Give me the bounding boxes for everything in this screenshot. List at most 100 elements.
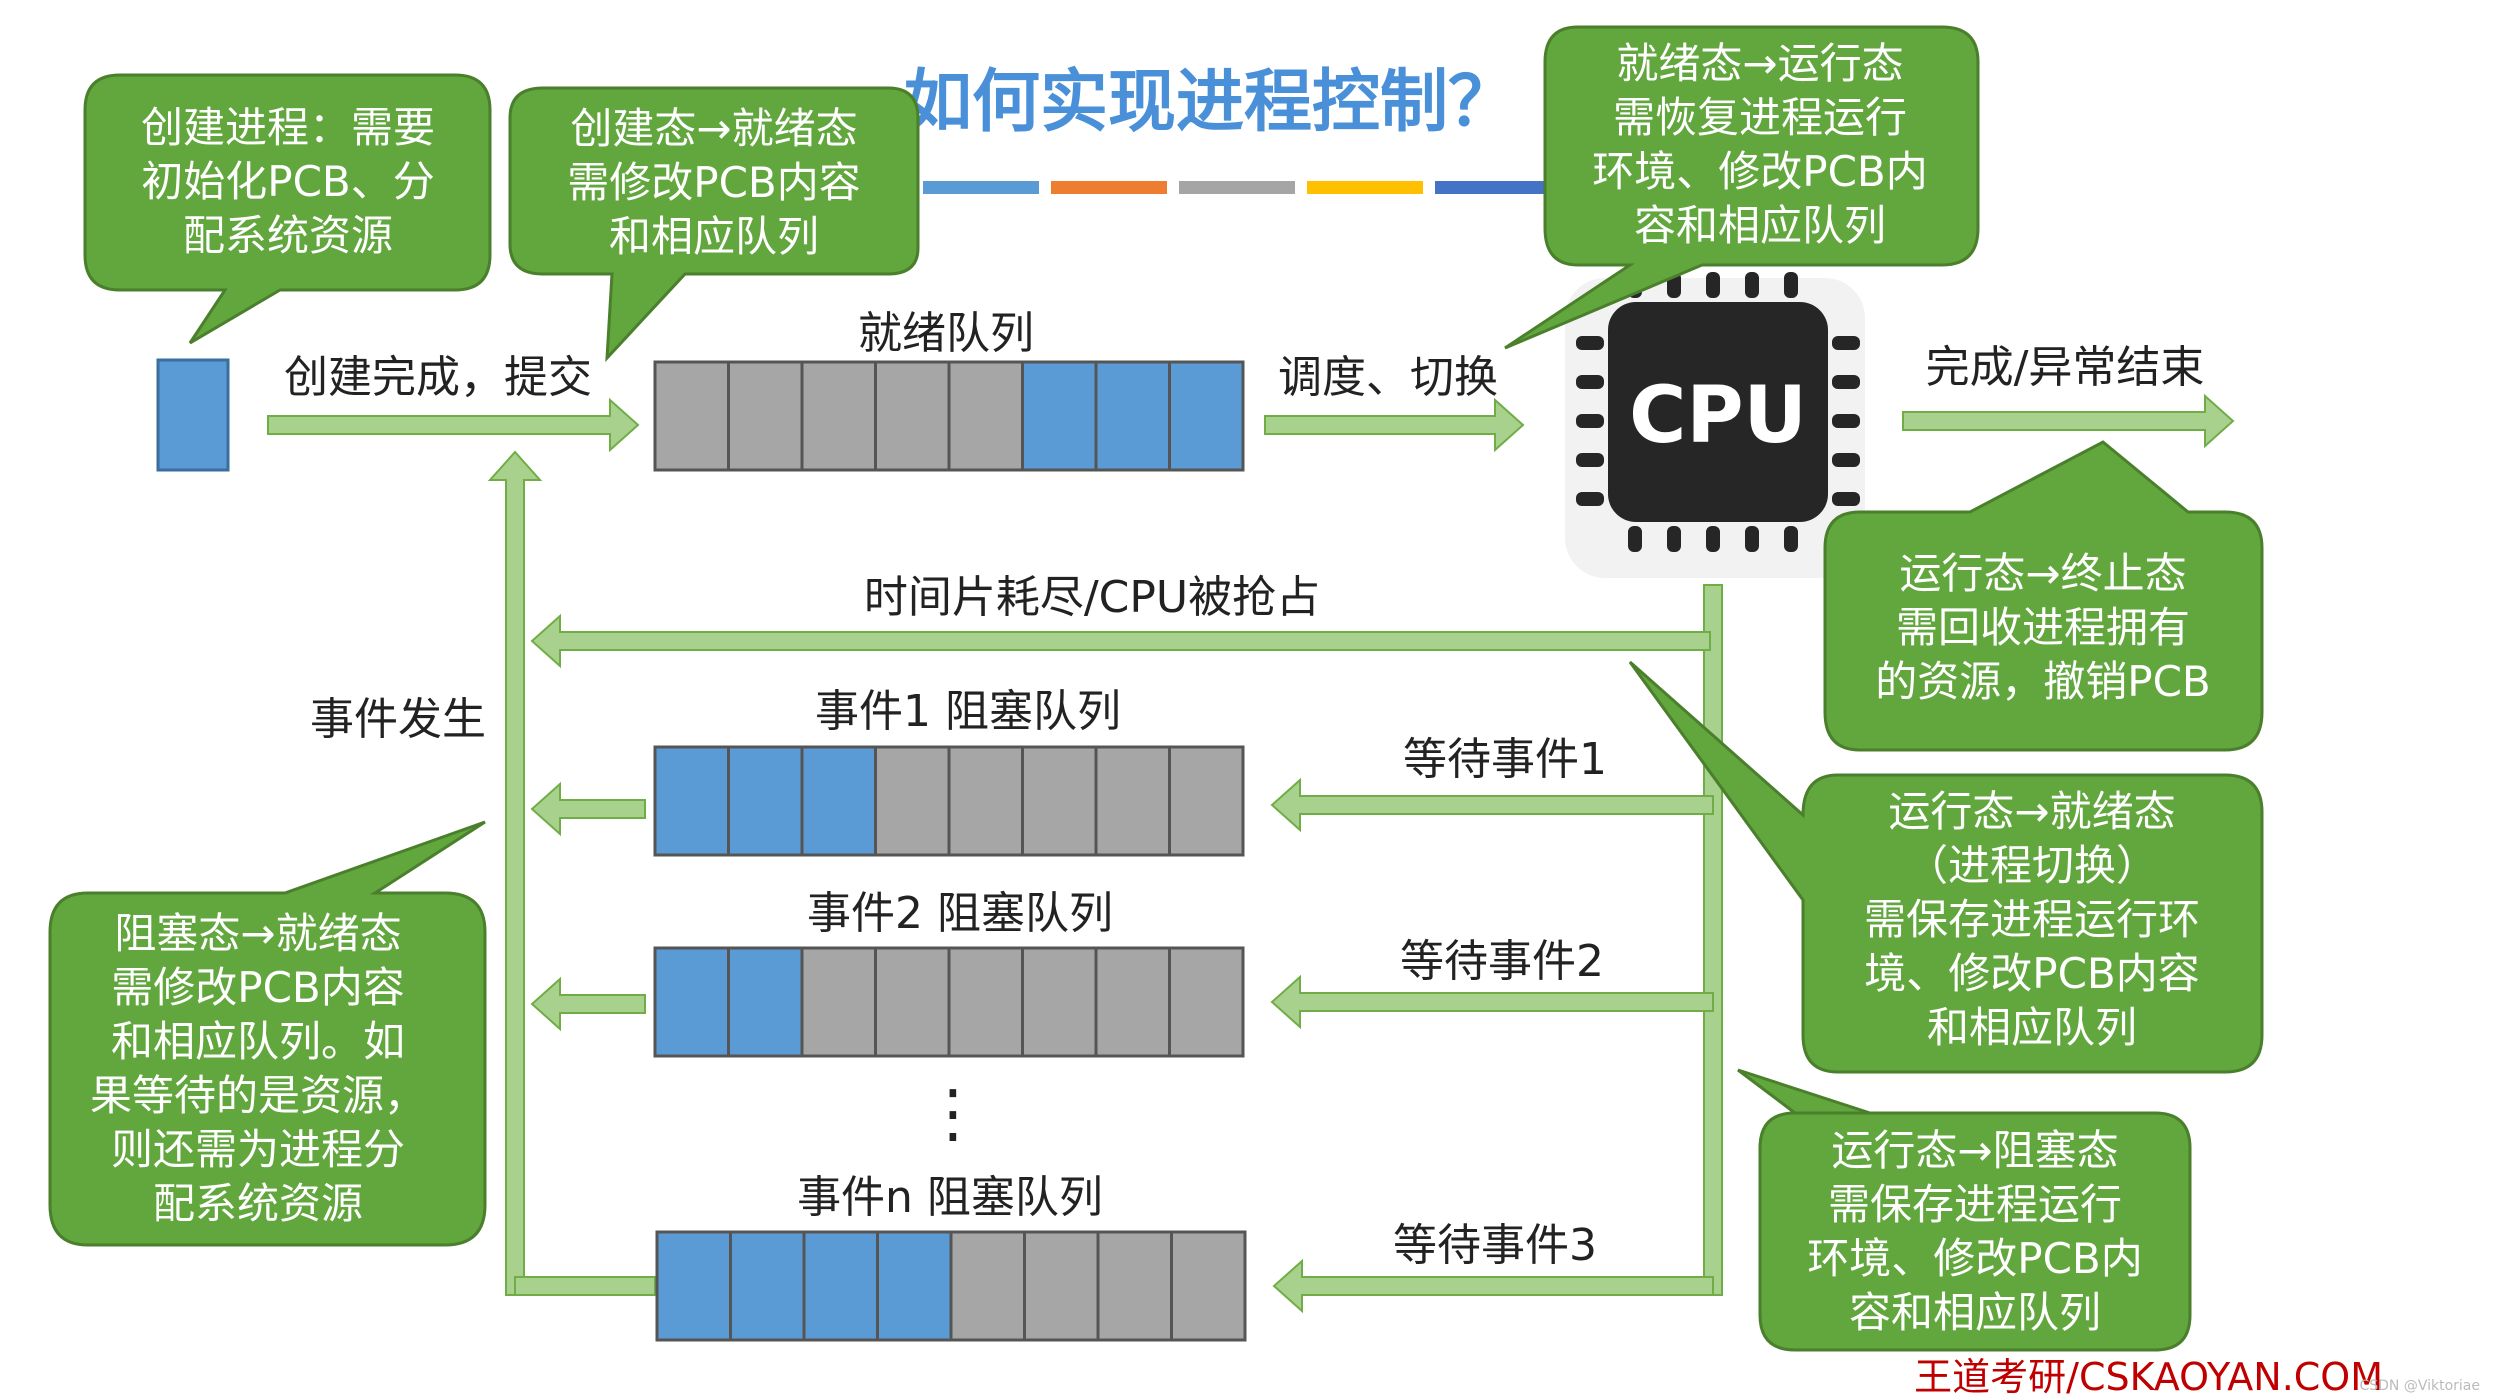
callout-line: 就绪态→运行态	[1616, 39, 1903, 88]
callout-line: 的资源，撤销PCB	[1875, 657, 2210, 706]
label-wait3: 等待事件3	[1393, 1220, 1597, 1271]
cpu-pin	[1576, 336, 1604, 350]
cpu-pin	[1576, 453, 1604, 467]
cpu-pin	[1832, 336, 1860, 350]
callout-line: 创建进程：需要	[141, 103, 435, 152]
label-timeslice: 时间片耗尽/CPU被抢占	[864, 572, 1320, 623]
queue-cell-blue	[800, 745, 877, 857]
callout-running-to-ready: 运行态→就绪态（进程切换）需保存进程运行环境、修改PCB内容和相应队列	[1628, 660, 2264, 1074]
page-title: 如何实现进程控制？	[904, 63, 1516, 142]
arrow-left-trunk	[487, 450, 543, 1296]
callout-line: 运行态→就绪态	[1888, 787, 2175, 836]
label-queue1: 事件1 阻塞队列	[815, 686, 1121, 737]
queue-cell-gray	[874, 360, 951, 472]
queue-cell-blue	[655, 1230, 732, 1342]
callout-create: 创建进程：需要初始化PCB、分配系统资源	[83, 73, 492, 345]
event2-blocked-queue	[653, 946, 1245, 1058]
arrow-queue-n-to-trunk	[514, 1276, 656, 1296]
callout-running-to-blocked-text: 运行态→阻塞态需保存进程运行环境、修改PCB内容和相应队列	[1807, 1126, 2142, 1337]
queue-cell-blue	[729, 1230, 806, 1342]
new-process-box	[156, 358, 230, 472]
callout-line: 阻塞态→就绪态	[114, 909, 401, 958]
cpu-pin	[1576, 375, 1604, 389]
callout-create-to-ready-text: 创建态→就绪态需修改PCB内容和相应队列	[567, 104, 860, 261]
cpu-pin	[1832, 453, 1860, 467]
queue-cell-gray	[1168, 745, 1245, 857]
arrow-ready-to-cpu	[1264, 397, 1525, 453]
queue-cell-gray	[874, 946, 951, 1058]
arrow-cpu-to-finish	[1902, 393, 2235, 449]
callout-line: 环境、修改PCB内	[1807, 1234, 2142, 1283]
title-bar-segment	[1051, 181, 1167, 194]
callout-line: 则还需为进程分	[111, 1125, 405, 1174]
label-wait1: 等待事件1	[1403, 734, 1607, 785]
queue-cell-blue	[1094, 360, 1171, 472]
arrow-wait1	[1270, 777, 1714, 833]
queue-cell-gray	[1021, 946, 1098, 1058]
callout-create-to-ready: 创建态→就绪态需修改PCB内容和相应队列	[508, 86, 920, 363]
footer-brand: 王道考研/CSKAOYAN.COM	[1914, 1355, 2383, 1399]
callout-line: 运行态→终止态	[1899, 549, 2186, 598]
cpu-pin	[1706, 272, 1720, 298]
label-wait2: 等待事件2	[1400, 936, 1604, 987]
queue-cell-blue	[1021, 360, 1098, 472]
eventn-blocked-queue	[655, 1230, 1247, 1342]
callout-running-to-terminated-shape	[1823, 440, 2264, 752]
callout-ready-to-running: 就绪态→运行态需恢复进程运行环境、修改PCB内容和相应队列	[1504, 25, 1980, 350]
callout-line: 需回收进程拥有	[1896, 603, 2190, 652]
callout-running-to-blocked-shape	[1737, 1068, 2192, 1352]
queue-cell-gray	[1096, 1230, 1173, 1342]
event1-blocked-queue	[653, 745, 1245, 857]
queue-cell-blue	[1168, 360, 1245, 472]
label-finish: 完成/异常结束	[1926, 342, 2205, 393]
queue-cell-gray	[1168, 946, 1245, 1058]
callout-create-shape	[83, 73, 492, 345]
label-queue2: 事件2 阻塞队列	[807, 888, 1113, 939]
label-ellipsis: ⋮	[921, 1077, 985, 1151]
queue-cell-gray	[1094, 745, 1171, 857]
callout-line: 配系统资源	[153, 1179, 363, 1228]
callout-running-to-terminated: 运行态→终止态需回收进程拥有的资源，撤销PCB	[1823, 440, 2264, 752]
queue-cell-blue	[653, 745, 730, 857]
callout-line: 创建态→就绪态	[570, 104, 857, 153]
callout-line: 容和相应队列	[1849, 1288, 2101, 1337]
queue-cell-gray	[1021, 745, 1098, 857]
callout-line: 和相应队列	[1927, 1003, 2137, 1052]
callout-line: 初始化PCB、分	[141, 157, 434, 206]
queue-cell-gray	[1023, 1230, 1100, 1342]
callout-line: 和相应队列。如	[111, 1017, 405, 1066]
queue-cell-blue	[876, 1230, 953, 1342]
cpu-label: CPU	[1629, 371, 1807, 461]
cpu-pin	[1628, 526, 1642, 552]
callout-blocked-to-ready: 阻塞态→就绪态需修改PCB内容和相应队列。如果等待的是资源，则还需为进程分配系统…	[48, 820, 487, 1247]
queue-cell-blue	[653, 946, 730, 1058]
cpu-chip: CPU	[1565, 272, 1865, 578]
title-bar-segment	[1307, 181, 1423, 194]
callout-line: 和相应队列	[609, 212, 819, 261]
callout-line: 需恢复进程运行	[1613, 93, 1907, 142]
arrow-queue2-out	[530, 976, 646, 1032]
queue-cell-gray	[1094, 946, 1171, 1058]
cpu-pin	[1706, 526, 1720, 552]
callout-line: 需保存进程运行环	[1864, 895, 2200, 944]
arrow-wait3	[1272, 1258, 1714, 1314]
title-bar-segment	[1435, 181, 1551, 194]
label-event-occurs: 事件发生	[310, 694, 486, 745]
callout-running-to-blocked: 运行态→阻塞态需保存进程运行环境、修改PCB内容和相应队列	[1737, 1068, 2192, 1352]
cpu-pin	[1832, 492, 1860, 506]
arrows	[267, 393, 2235, 1314]
callout-blocked-to-ready-shape	[48, 820, 487, 1247]
callout-line: 容和相应队列	[1634, 201, 1886, 250]
label-dispatch: 调度、切换	[1278, 352, 1498, 403]
watermark: CSDN @Viktoriae	[2359, 1378, 2480, 1394]
arrow-create-to-ready	[267, 397, 640, 453]
callout-create-text: 创建进程：需要初始化PCB、分配系统资源	[141, 103, 435, 260]
callout-line: 需修改PCB内容	[567, 158, 860, 207]
queue-cell-gray	[947, 745, 1024, 857]
callout-line: 环境、修改PCB内	[1592, 147, 1927, 196]
queue-cell-blue	[727, 946, 804, 1058]
queue-cell-gray	[800, 360, 877, 472]
callout-line: 需修改PCB内容	[111, 963, 404, 1012]
arrow-queue1-out	[530, 781, 646, 837]
title-bar-segment	[923, 181, 1039, 194]
